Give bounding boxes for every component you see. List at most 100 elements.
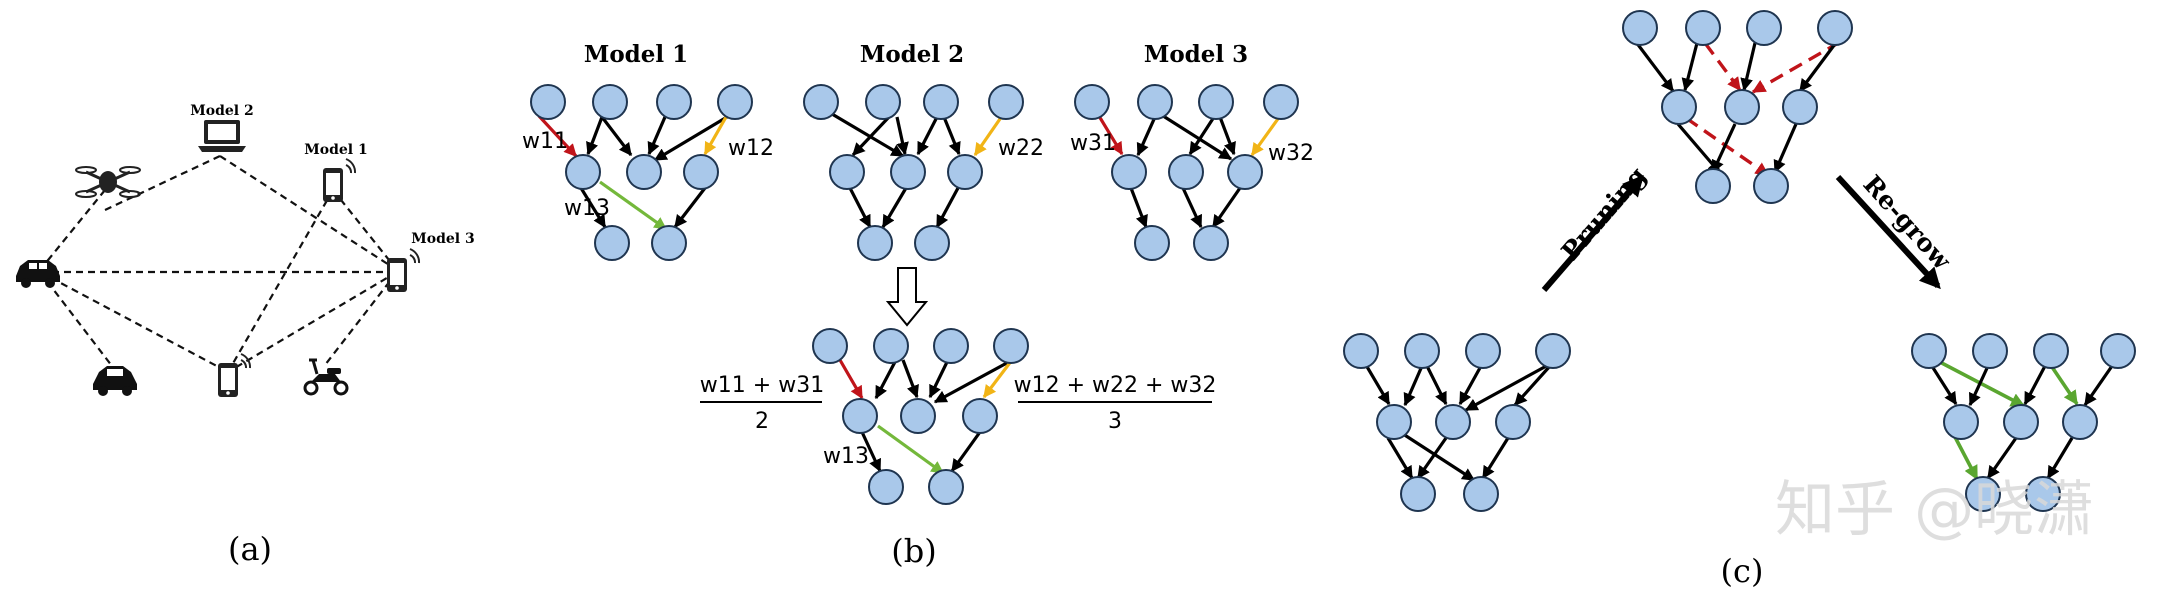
regrown-input-node	[2033, 333, 2069, 369]
m1-hidden-node	[683, 154, 719, 190]
m3-output-node	[1134, 225, 1170, 261]
pruned-hidden-node	[1724, 89, 1760, 125]
regrown-output-node	[1965, 476, 2001, 512]
m3-input-node	[1074, 84, 1110, 120]
weight-w11-label: w11	[522, 129, 568, 154]
agg-output-node	[928, 469, 964, 505]
network-links	[39, 155, 398, 373]
regrown-network	[1911, 333, 2136, 512]
m1-input-node	[530, 84, 566, 120]
m2-output-node	[857, 225, 893, 261]
model-1-title: Model 1	[584, 41, 688, 68]
m3-output-node	[1193, 225, 1229, 261]
m2-input-node	[988, 84, 1024, 120]
pruned-output-node	[1695, 168, 1731, 204]
device-label-model-1: Model 1	[304, 142, 367, 158]
dense-input-node	[1343, 333, 1379, 369]
dense-input-node	[1404, 333, 1440, 369]
pruned-output-node	[1753, 168, 1789, 204]
agg-hidden-node	[900, 398, 936, 434]
regrown-input-node	[2100, 333, 2136, 369]
weight-w13-label: w13	[564, 196, 610, 221]
pruned-hidden-node	[1782, 89, 1818, 125]
model-2-network: Model 2 w22	[803, 41, 1044, 261]
model-1-network: Model 1 w11 w12 w13	[522, 41, 774, 261]
weight-w31-label: w31	[1070, 131, 1116, 156]
weight-w13-agg-label: w13	[823, 444, 869, 469]
formula-left-denominator: 2	[755, 409, 769, 434]
dense-output-node	[1463, 476, 1499, 512]
phone-icon	[218, 353, 252, 397]
regrown-input-node	[1972, 333, 2008, 369]
regrown-hidden-node	[1943, 404, 1979, 440]
panel-a-label: (a)	[228, 530, 272, 568]
panel-c-label: (c)	[1721, 552, 1764, 590]
agg-hidden-node	[842, 398, 878, 434]
panel-a: Model 2 Model 1 Model 3	[16, 103, 475, 568]
m3-input-node	[1198, 84, 1234, 120]
dense-hidden-node	[1435, 404, 1471, 440]
laptop-icon	[198, 120, 246, 152]
device-label-model-2: Model 2	[190, 103, 253, 119]
m1-output-node	[651, 225, 687, 261]
watermark: 知乎 @晓潇	[1775, 475, 2094, 545]
pruned-network	[1622, 10, 1853, 204]
regrown-output-node	[2025, 476, 2061, 512]
weight-w12-label: w12	[728, 136, 774, 161]
model-3-title: Model 3	[1144, 41, 1248, 68]
formula-right-numerator: w12 + w22 + w32	[1014, 373, 1217, 398]
pruning-arrow-icon	[1541, 174, 1644, 292]
aggregate-formula-left: w11 + w31 2	[700, 373, 824, 434]
pruned-input-node	[1685, 10, 1721, 46]
agg-input-node	[812, 328, 848, 364]
m3-input-node	[1137, 84, 1173, 120]
dense-hidden-node	[1376, 404, 1412, 440]
m3-hidden-node	[1227, 154, 1263, 190]
agg-output-node	[868, 469, 904, 505]
aggregate-formula-right: w12 + w22 + w32 3	[1014, 373, 1217, 434]
pruned-input-node	[1817, 10, 1853, 46]
regrown-hidden-node	[2003, 404, 2039, 440]
m1-output-node	[594, 225, 630, 261]
m1-hidden-node	[565, 154, 601, 190]
pruned-input-node	[1622, 10, 1658, 46]
drone-icon	[75, 166, 141, 198]
m2-output-node	[914, 225, 950, 261]
dense-input-node	[1465, 333, 1501, 369]
weight-w22-label: w22	[998, 136, 1044, 161]
phone-icon	[387, 248, 421, 292]
dense-network	[1343, 333, 1571, 512]
scooter-icon	[303, 358, 349, 396]
dense-output-node	[1400, 476, 1436, 512]
agg-input-node	[873, 328, 909, 364]
model-3-network: Model 3 w31 w32	[1070, 41, 1314, 261]
m2-input-node	[865, 84, 901, 120]
aggregate-arrow-icon	[885, 267, 929, 327]
panel-b-label: (b)	[891, 532, 936, 570]
phone-icon	[323, 158, 357, 202]
m1-input-node	[656, 84, 692, 120]
device-label-model-3: Model 3	[411, 231, 474, 247]
m2-hidden-node	[947, 154, 983, 190]
m2-hidden-node	[829, 154, 865, 190]
m3-input-node	[1263, 84, 1299, 120]
weight-w32-label: w32	[1268, 141, 1314, 166]
regrow-label: Re-grow	[1858, 170, 1958, 277]
m2-hidden-node	[890, 154, 926, 190]
m1-hidden-node	[626, 154, 662, 190]
m3-hidden-node	[1111, 154, 1147, 190]
dense-input-node	[1535, 333, 1571, 369]
car-icon	[93, 366, 137, 396]
m1-input-node	[592, 84, 628, 120]
aggregated-network: w13	[812, 328, 1029, 505]
regrow-arrow-icon	[1835, 174, 1941, 290]
pruning-label: Pruning	[1556, 161, 1652, 266]
m3-hidden-node	[1168, 154, 1204, 190]
agg-input-node	[993, 328, 1029, 364]
regrown-hidden-node	[2062, 404, 2098, 440]
dense-hidden-node	[1495, 404, 1531, 440]
regrown-input-node	[1911, 333, 1947, 369]
formula-left-numerator: w11 + w31	[700, 373, 824, 398]
model-2-title: Model 2	[860, 41, 964, 68]
